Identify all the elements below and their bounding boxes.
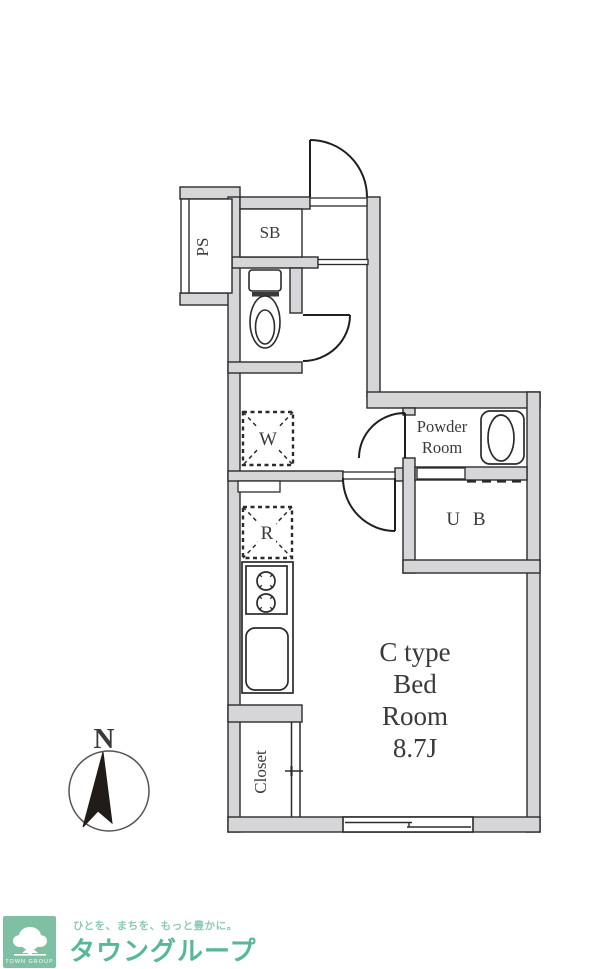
bedroom-door-arc	[342, 477, 396, 532]
entrance-door-arc	[309, 139, 368, 198]
compass-north-label: N	[94, 723, 115, 755]
wall-ub-bottom	[402, 559, 541, 574]
kitchen-outline	[241, 561, 294, 694]
fridge-space	[241, 505, 294, 560]
label-bedroom-line1: C type	[379, 637, 450, 667]
washer-box	[241, 410, 295, 467]
stove-box	[245, 565, 288, 615]
vanity-basin	[487, 414, 515, 462]
entrance-threshold	[309, 197, 368, 207]
label-bedroom-line2: Bed	[393, 669, 437, 699]
kitchen-unit	[241, 561, 294, 694]
wall-toilet-right	[289, 267, 303, 314]
openings	[237, 197, 466, 493]
powder-vanity	[480, 410, 525, 465]
label-powder-line1: Powder	[417, 417, 468, 436]
wall-closet-top	[227, 704, 303, 723]
toilet-door-arc	[302, 314, 351, 362]
vanity-counter	[480, 410, 525, 465]
powder-door-arc	[358, 412, 406, 459]
washer-label-bg	[258, 427, 278, 450]
logo-brand-text: タウングループ	[69, 936, 257, 966]
logo-square-text: TOWN GROUP	[5, 959, 54, 965]
label-sb: SB	[260, 223, 281, 242]
window-bottom	[342, 816, 474, 833]
wall-right-lower	[526, 391, 541, 833]
fridge-box	[241, 505, 294, 560]
burner-top	[256, 571, 276, 591]
wall-sb-bottom	[231, 256, 319, 269]
label-closet: Closet	[251, 750, 270, 794]
compass-circle	[68, 750, 150, 832]
compass-needle	[82, 751, 113, 828]
bedroom-door-threshold	[342, 471, 396, 480]
toilet-bowl	[249, 295, 281, 349]
label-ub: U B	[446, 509, 489, 530]
toilet-bowl-inner	[254, 309, 276, 345]
compass: N	[68, 723, 150, 832]
label-fridge: R	[261, 523, 274, 544]
ub-door	[416, 467, 466, 480]
burner-ticks	[258, 573, 274, 611]
washer-diag2	[242, 411, 294, 466]
town-group-logo: TOWN GROUP	[3, 916, 56, 968]
wall-mid-horizontal	[366, 391, 541, 409]
label-bedroom-line4: 8.7J	[393, 733, 437, 763]
toilet-hinge-bar	[252, 292, 279, 297]
kitchen-sink	[245, 627, 289, 691]
window-frame	[342, 816, 474, 833]
label-washer: W	[259, 429, 277, 450]
wall-powder-left-lower	[402, 457, 416, 574]
label-ps: PS	[193, 238, 212, 257]
wall-toilet-bottom	[227, 361, 303, 374]
wall-powder-left-upper	[402, 407, 416, 416]
doors	[302, 139, 406, 532]
wall-kitchen-top	[227, 470, 344, 482]
closet-partition	[285, 722, 303, 817]
label-bedroom-line3: Room	[382, 701, 448, 731]
kitchen-counter-nook	[237, 480, 281, 493]
wall-top	[239, 196, 311, 210]
burner-bottom	[256, 593, 276, 613]
washer-space	[241, 410, 295, 467]
fridge-label-bg	[258, 521, 276, 544]
sb-box	[239, 208, 303, 258]
ps-shaft	[180, 198, 233, 294]
toilet-fixture	[248, 269, 282, 349]
toilet-tank	[248, 269, 282, 292]
logo-tagline: ひとを、まちを、もっと豊かに。	[73, 920, 238, 932]
washer-diag1	[242, 411, 294, 466]
genkan-step	[317, 258, 369, 266]
label-powder-line2: Room	[422, 438, 463, 457]
wall-right-upper	[366, 196, 381, 398]
room-labels: PS SB W R Powder Room U B C type Bed Roo…	[193, 223, 489, 794]
tree-icon	[12, 927, 47, 956]
